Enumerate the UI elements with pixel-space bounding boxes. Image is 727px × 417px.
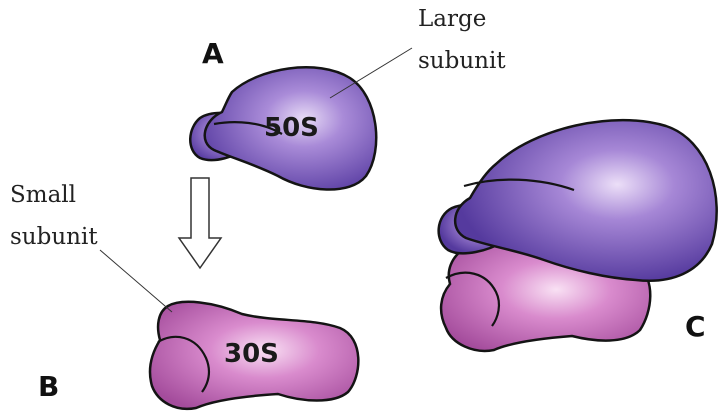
- large-subunit-name: 50S: [264, 113, 319, 143]
- small-subunit-caption-line2: subunit: [10, 224, 98, 250]
- down-arrow-outline-icon: [179, 178, 221, 268]
- small-subunit-leader-line: [100, 250, 172, 312]
- panel-label-b: B: [38, 370, 59, 403]
- small-subunit-caption-line1: Small: [10, 182, 76, 208]
- assembled-ribosome-c: [439, 120, 717, 351]
- large-subunit-caption-line2: subunit: [418, 48, 506, 74]
- panel-label-a: A: [202, 37, 224, 70]
- panel-label-c: C: [685, 310, 706, 343]
- large-subunit-caption-line1: Large: [418, 6, 486, 32]
- small-subunit-name: 30S: [224, 339, 279, 369]
